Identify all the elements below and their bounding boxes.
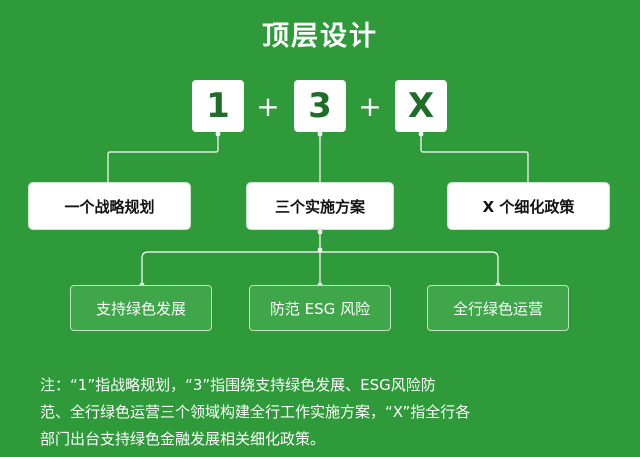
plans-box: 三个实施方案 bbox=[246, 182, 394, 230]
number-box-3: 3 bbox=[294, 80, 346, 132]
footnote: 注：“1”指战略规划，“3”指围绕支持绿色发展、ESG风险防 范、全行绿色运营三… bbox=[40, 372, 610, 453]
connector-dot bbox=[317, 247, 323, 253]
footnote-line: 部门出台支持绿色金融发展相关细化政策。 bbox=[40, 430, 326, 448]
green-operations-box: 全行绿色运营 bbox=[427, 285, 569, 331]
connector-dot bbox=[215, 131, 221, 137]
plus-sign: + bbox=[358, 89, 382, 123]
number-box-1: 1 bbox=[192, 80, 244, 132]
page-title: 顶层设计 bbox=[262, 21, 378, 52]
connector-dot bbox=[317, 131, 323, 137]
footnote-line: 范、全行绿色运营三个领域构建全行工作实施方案，“X”指全行各 bbox=[40, 403, 471, 421]
connector-1-to-strategy bbox=[107, 134, 219, 182]
connector-x-to-policies bbox=[420, 134, 529, 182]
green-development-box: 支持绿色发展 bbox=[70, 285, 212, 331]
number-box-x: X bbox=[395, 80, 447, 132]
policies-box: X 个细化政策 bbox=[447, 182, 610, 230]
strategy-box: 一个战略规划 bbox=[28, 182, 191, 230]
connector-dot bbox=[418, 131, 424, 137]
esg-risk-box: 防范 ESG 风险 bbox=[249, 285, 391, 331]
connector-dot bbox=[317, 229, 323, 235]
connector-plans-split bbox=[141, 232, 499, 285]
plus-sign: + bbox=[256, 89, 280, 123]
footnote-line: 注：“1”指战略规划，“3”指围绕支持绿色发展、ESG风险防 bbox=[40, 376, 436, 394]
